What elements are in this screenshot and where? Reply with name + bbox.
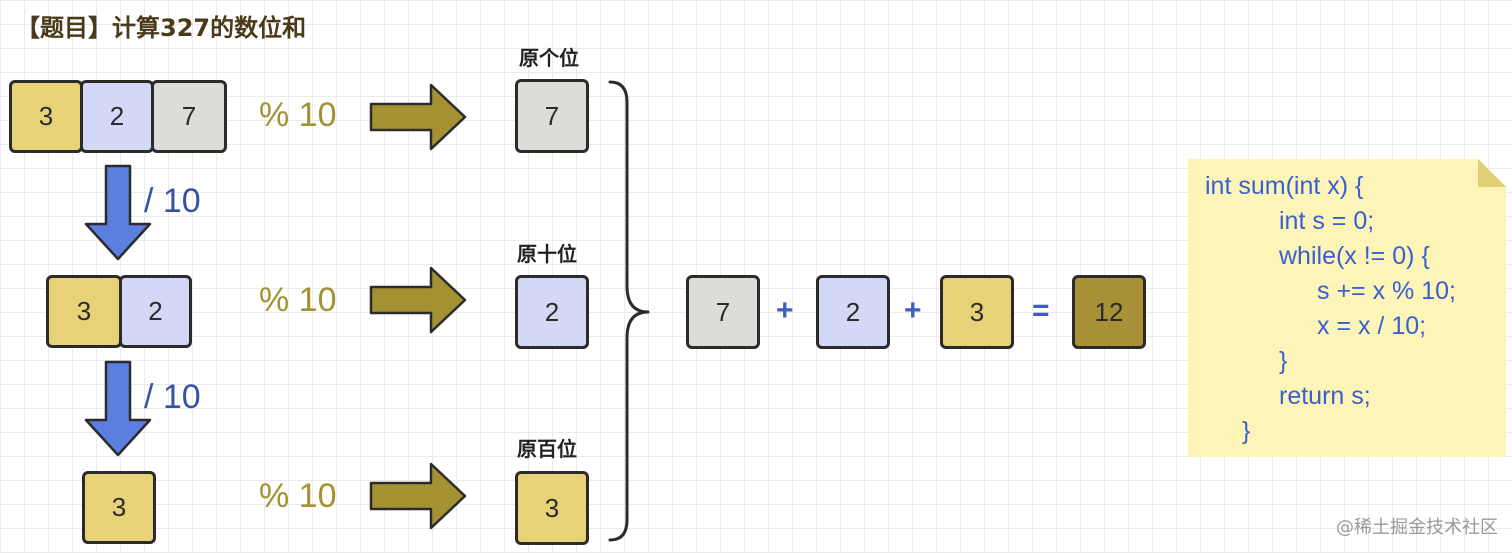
mod-label: % 10 [259, 477, 337, 515]
plus-sign: + [904, 294, 922, 327]
code-line: x = x / 10; [1317, 312, 1427, 340]
mod-label: % 10 [259, 281, 337, 319]
code-line: } [1242, 417, 1251, 445]
down-arrow-icon [84, 164, 152, 261]
page-title: 【题目】计算327的数位和 [16, 14, 307, 42]
down-arrow-icon [84, 360, 152, 457]
result-digit-box: 7 [515, 79, 589, 153]
sum-result-box: 12 [1072, 275, 1146, 349]
digit-box: 2 [80, 80, 154, 153]
plus-sign: + [776, 294, 794, 327]
code-line: while(x != 0) { [1279, 242, 1430, 270]
code-line: s += x % 10; [1317, 277, 1456, 305]
mod-label: % 10 [259, 96, 337, 134]
digit-box: 3 [46, 275, 122, 348]
note-fold-corner [1478, 159, 1506, 187]
result-digit-box: 3 [515, 471, 589, 545]
place-label: 原个位 [519, 46, 579, 70]
right-arrow-icon [369, 266, 467, 334]
code-line: return s; [1279, 382, 1371, 410]
divide-label: / 10 [144, 378, 201, 416]
digit-box: 3 [9, 80, 83, 153]
divide-label: / 10 [144, 182, 201, 220]
place-label: 原百位 [517, 437, 577, 461]
digit-box: 7 [151, 80, 227, 153]
equals-sign: = [1032, 294, 1050, 327]
sum-term-box: 7 [686, 275, 760, 349]
right-arrow-icon [369, 462, 467, 530]
result-digit-box: 2 [515, 275, 589, 349]
code-note: int sum(int x) { int s = 0; while(x != 0… [1188, 159, 1506, 457]
right-arrow-icon [369, 83, 467, 151]
place-label: 原十位 [517, 242, 577, 266]
code-line: } [1279, 347, 1288, 375]
digit-box: 2 [119, 275, 192, 348]
curly-brace [608, 80, 650, 542]
sum-term-box: 2 [816, 275, 890, 349]
watermark: @稀土掘金技术社区 [1336, 517, 1498, 538]
digit-box: 3 [82, 471, 156, 544]
sum-term-box: 3 [940, 275, 1014, 349]
code-line: int sum(int x) { [1205, 172, 1364, 200]
code-line: int s = 0; [1279, 207, 1375, 235]
